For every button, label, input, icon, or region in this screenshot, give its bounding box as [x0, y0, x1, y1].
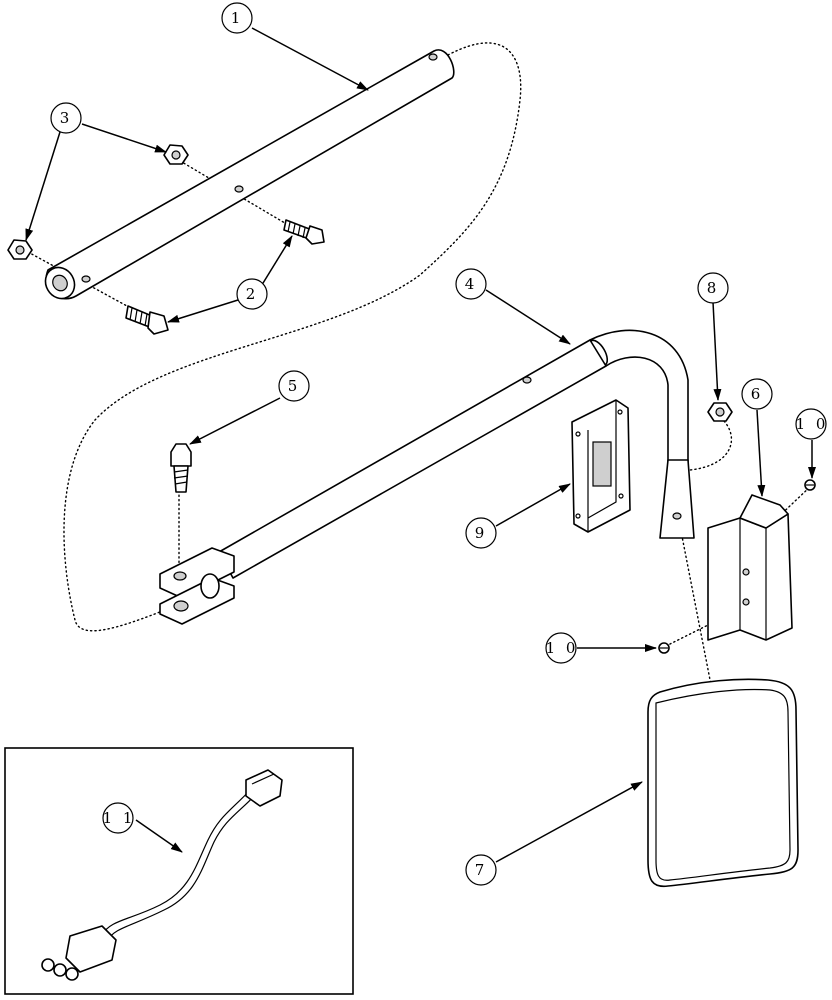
inset-box — [4, 747, 354, 995]
callout-7: 7 — [465, 854, 497, 886]
part-5-bolt — [170, 443, 192, 493]
callout-1: 1 — [221, 2, 253, 34]
part-10-screw-upper — [804, 479, 816, 491]
callout-8: 8 — [697, 272, 729, 304]
callout-4-label: 4 — [465, 275, 478, 293]
part-4-support-arm — [159, 329, 695, 625]
callout-10-upper: 1 0 — [795, 408, 829, 440]
part-7-back-pad — [647, 678, 799, 888]
callout-2: 2 — [236, 278, 268, 310]
callout-5-label: 5 — [288, 377, 301, 395]
callout-7-label: 7 — [475, 861, 488, 879]
callout-3-label: 3 — [60, 109, 73, 127]
callout-5: 5 — [278, 370, 310, 402]
part-3-nut-lower — [7, 239, 33, 260]
part-3-nut-upper — [163, 144, 189, 165]
callout-10-lower: 1 0 — [545, 632, 579, 664]
callout-6: 6 — [741, 378, 773, 410]
callout-11-label: 1 1 — [103, 809, 136, 827]
callout-2-label: 2 — [246, 285, 259, 303]
part-11-wiring-harness — [41, 769, 283, 981]
callout-3: 3 — [50, 102, 82, 134]
callout-9-label: 9 — [475, 524, 488, 542]
callout-9: 9 — [465, 517, 497, 549]
part-6-bracket — [707, 494, 793, 641]
assembly-dotted-lines — [27, 42, 813, 691]
callout-8-label: 8 — [707, 279, 720, 297]
part-9-bracket-plate — [571, 399, 631, 533]
part-10-screw-lower — [658, 642, 670, 654]
part-2-bolt-upper — [283, 219, 325, 245]
part-1-tube — [44, 49, 455, 300]
callout-6-label: 6 — [751, 385, 764, 403]
callout-11: 1 1 — [102, 802, 136, 834]
callout-1-label: 1 — [231, 9, 244, 27]
callout-4: 4 — [455, 268, 487, 300]
callout-10-upper-label: 1 0 — [796, 415, 829, 433]
leader-lines — [25, 27, 816, 863]
callout-10-lower-label: 1 0 — [546, 639, 579, 657]
part-8-nut — [707, 402, 733, 422]
part-2-bolt-lower — [125, 305, 169, 335]
